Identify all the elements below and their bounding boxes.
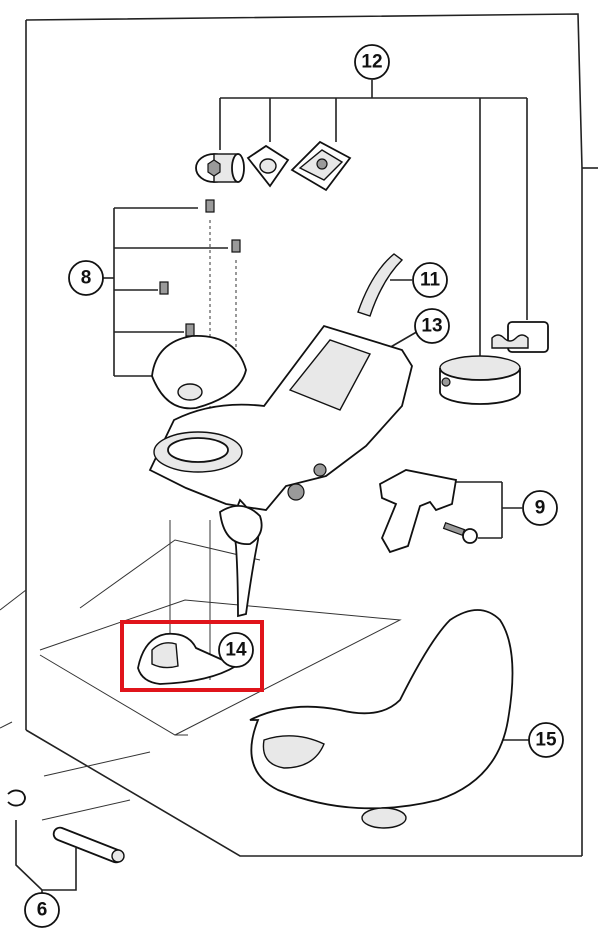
part-15-hood (249, 609, 514, 829)
svg-text:9: 9 (535, 498, 546, 519)
part-12-clamp-band (439, 355, 521, 405)
callout-14: 14 (218, 632, 254, 668)
svg-text:14: 14 (225, 640, 247, 661)
svg-text:6: 6 (37, 900, 48, 921)
leader-12 (219, 80, 528, 360)
callout-13: 13 (414, 308, 450, 344)
callout-12: 12 (354, 44, 390, 80)
part-9-bolt (442, 521, 478, 544)
ground-plane (39, 520, 402, 736)
part-12-screw (491, 321, 549, 353)
callout-15: 15 (528, 722, 564, 758)
callout-9: 9 (522, 490, 558, 526)
callout-6: 6 (24, 892, 60, 928)
part-9-clamp (379, 469, 458, 554)
part-6-pin (52, 826, 125, 864)
part-12-bracket (290, 140, 352, 192)
frame-outline (0, 13, 598, 857)
part-11-spring (357, 253, 404, 317)
leader-9 (454, 481, 522, 539)
part-13-lever-body (148, 324, 413, 618)
svg-text:15: 15 (535, 730, 557, 751)
part-6-clip (7, 789, 26, 807)
part-8-screws (159, 199, 241, 337)
svg-text:12: 12 (361, 52, 382, 73)
svg-text:13: 13 (421, 316, 442, 337)
callout-11: 11 (412, 262, 448, 298)
part-12-gasket (246, 144, 290, 188)
part-12-cap-nut (195, 153, 245, 183)
svg-text:8: 8 (81, 268, 92, 289)
part-8-cover (151, 335, 247, 410)
callout-8: 8 (68, 260, 104, 296)
highlight-box-14 (120, 620, 264, 692)
svg-text:11: 11 (420, 270, 441, 291)
